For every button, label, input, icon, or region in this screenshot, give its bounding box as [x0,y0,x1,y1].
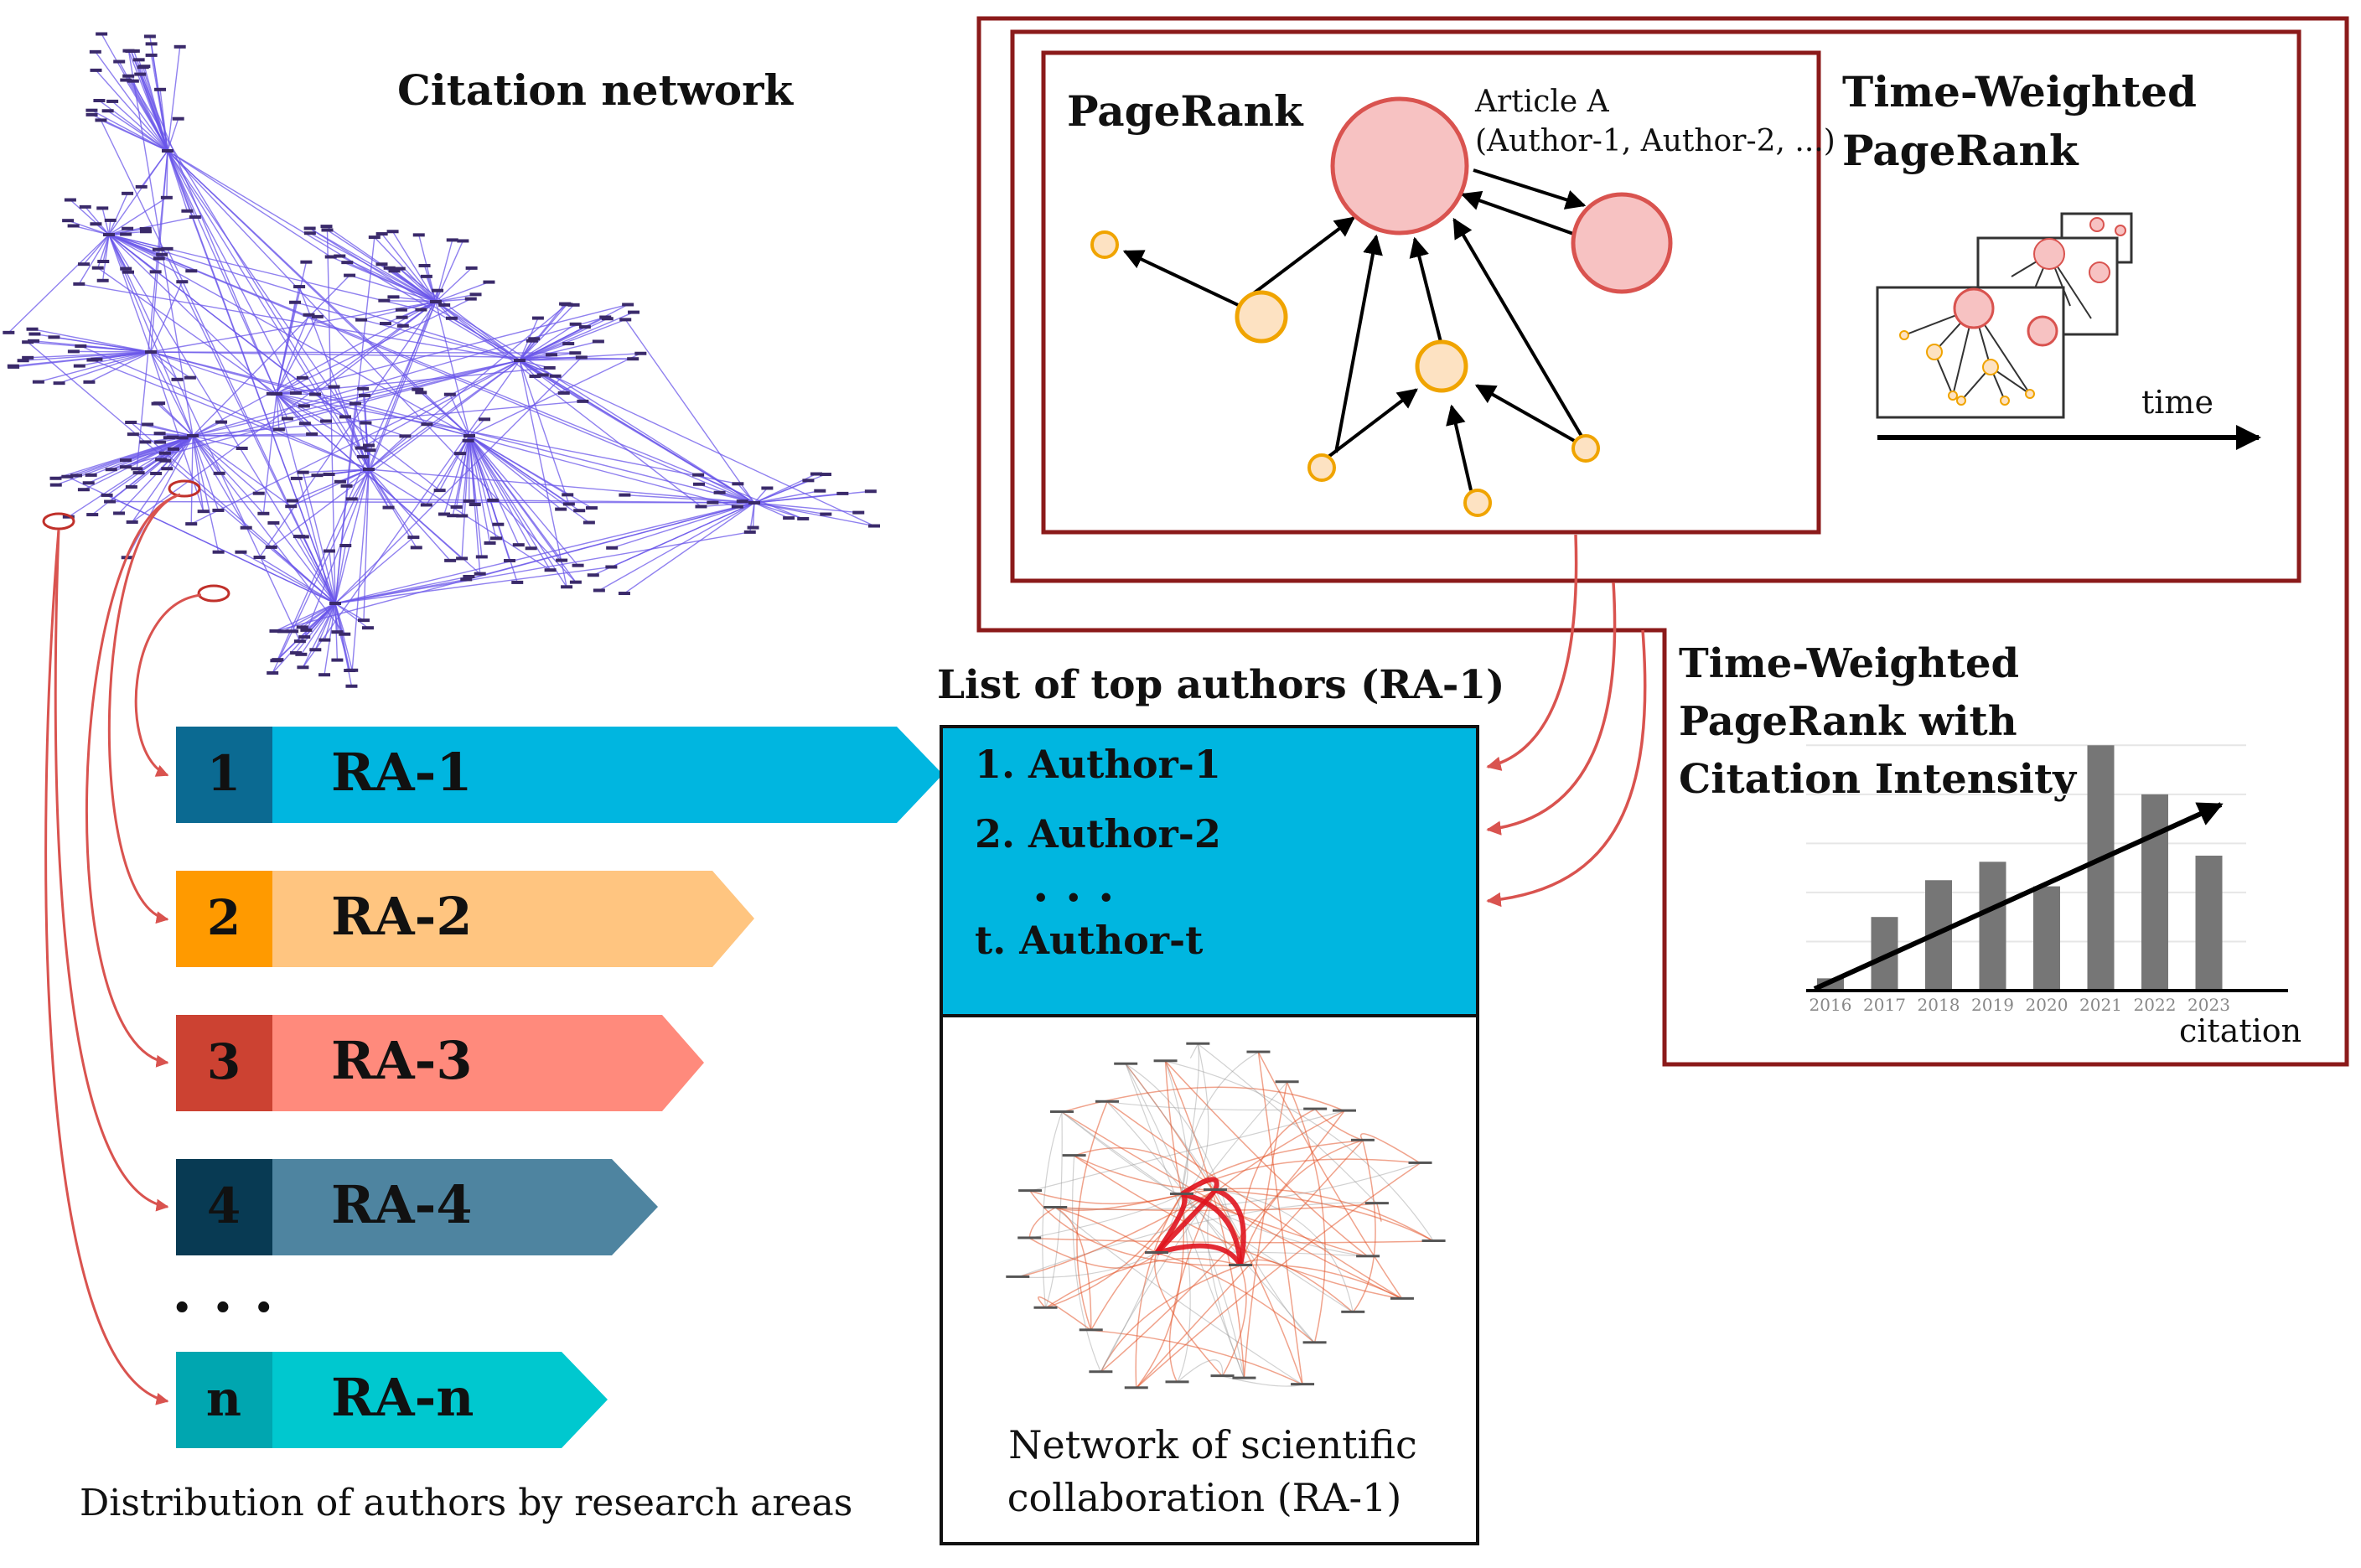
method-link-arrows [1486,534,1647,908]
top-author-1: 1. Author-1 [975,742,1221,787]
pagerank-node-mid-1 [1235,290,1288,344]
chart-tick-label: 2023 [2188,995,2230,1015]
twci-title-line3: Citation Intensity [1679,756,2078,803]
ra-body [272,727,943,823]
chart-tick-label: 2016 [1810,995,1852,1015]
ra-number: 4 [207,1177,241,1234]
chart-tick-label: 2019 [1971,995,2014,1015]
tw-pagerank-title-line1: Time-Weighted [1842,67,2197,116]
collab-network-box: Network of scientific collaboration (RA-… [940,1014,1479,1545]
chart-tick-label: 2021 [2079,995,2122,1015]
citation-network-title: Citation network [397,65,794,115]
pagerank-node-big [1571,192,1673,294]
chart-bar-2019 [1979,862,2006,991]
chart-tick-label: 2022 [2134,995,2177,1015]
ra-banner-1: 1 RA-1 [176,727,943,823]
citation-network-graph [3,32,880,688]
twci-title-line1: Time-Weighted [1679,640,2019,687]
ra-body [272,871,754,967]
ra-banner-3: 3 RA-3 [176,1015,704,1111]
pagerank-node-small-4 [1571,434,1600,463]
ra-label: RA-n [331,1367,474,1428]
link-arrow-pagerank [1486,534,1578,771]
collab-network-graph [1006,1042,1446,1389]
article-a-node [1330,96,1469,235]
pagerank-node-mid-2 [1415,339,1468,393]
ra-banner-4: 4 RA-4 [176,1159,658,1255]
top-authors-ellipsis: . . . [1033,857,1114,913]
ra-body [272,1159,658,1255]
ra-ellipsis: . . . [172,1256,274,1326]
ra-label: RA-3 [331,1030,473,1091]
chart-x-title: citation [2179,1012,2301,1049]
network-node-highlight-1 [42,512,75,530]
chart-bar-2022 [2141,794,2168,991]
top-authors-box: 1. Author-1 2. Author-2 . . . t. Author-… [940,725,1479,1017]
article-label-line2: (Author-1, Author-2, ...) [1475,124,1835,158]
chart-bar-2021 [2087,745,2115,991]
link-arrow-ra-2 [107,493,181,924]
chart-bar-2023 [2195,856,2223,991]
pagerank-graph [1090,96,1673,517]
link-arrow-twci-pagerank [1486,629,1647,908]
ra-number-box [176,1159,272,1255]
ra-number-box [176,871,272,967]
network-node-highlight-2 [168,479,201,498]
citation-intensity-chart: 2016 2017 2018 2019 2020 2021 2022 2023 [1806,744,2288,1015]
collab-edges [1017,1043,1435,1389]
pagerank-node-small-2 [1307,453,1336,482]
tw-pagerank-title-line2: PageRank [1842,126,2079,175]
chart-tick-label: 2020 [2026,995,2068,1015]
top-author-t: t. Author-t [975,918,1204,963]
chart-tick-label: 2018 [1918,995,1960,1015]
ra-number: 1 [207,745,241,802]
link-arrow-tw-pagerank [1486,582,1617,836]
tw-pagerank-snapshots [1876,212,2133,419]
ra-label: RA-1 [331,742,473,803]
ra-number: n [206,1370,241,1427]
time-label: time [2141,384,2213,421]
twci-title-line2: PageRank with [1679,698,2017,745]
collab-nodes [1006,1042,1446,1389]
pagerank-node-small-1 [1090,230,1119,259]
inner-frame-pagerank [1041,50,1821,535]
ra-number-box [176,1015,272,1111]
link-arrow-ra-3 [85,494,177,1068]
collab-caption-line1: Network of scientific [1008,1422,1416,1467]
ra-number: 2 [207,889,241,946]
chart-bar-2020 [2033,886,2060,991]
chart-tick-label: 2017 [1863,995,1906,1015]
ra-number-box [176,1352,272,1448]
ra-body [272,1352,608,1448]
outer-frame-twci [976,16,2349,1067]
middle-frame-tw [1010,29,2301,583]
area-link-arrows [42,479,230,1405]
pagerank-title: PageRank [1067,86,1304,136]
ra-number: 3 [207,1033,241,1090]
ra-body [272,1015,704,1111]
ra-label: RA-4 [331,1174,473,1235]
top-author-2: 2. Author-2 [975,811,1221,856]
link-arrow-ra-4 [54,529,169,1212]
network-node-highlight-3 [197,584,230,603]
article-label-line1: Article A [1474,85,1610,119]
ra-banner-n: n RA-n [176,1352,608,1448]
pagerank-node-small-3 [1463,489,1492,517]
collab-caption-line2: collaboration (RA-1) [1007,1475,1402,1520]
ra-number-box [176,727,272,823]
link-arrow-ra-n [44,529,169,1405]
citation-nodes [3,32,880,688]
research-areas-caption: Distribution of authors by research area… [80,1482,852,1524]
citation-edges [8,34,875,686]
top-authors-title: List of top authors (RA-1) [937,662,1504,708]
snapshot-1 [1876,286,2065,419]
ra-label: RA-2 [331,886,473,947]
link-arrow-ra-1 [134,593,202,777]
ra-banner-2: 2 RA-2 [176,871,754,967]
chart-trend-arrow [1813,802,2224,991]
